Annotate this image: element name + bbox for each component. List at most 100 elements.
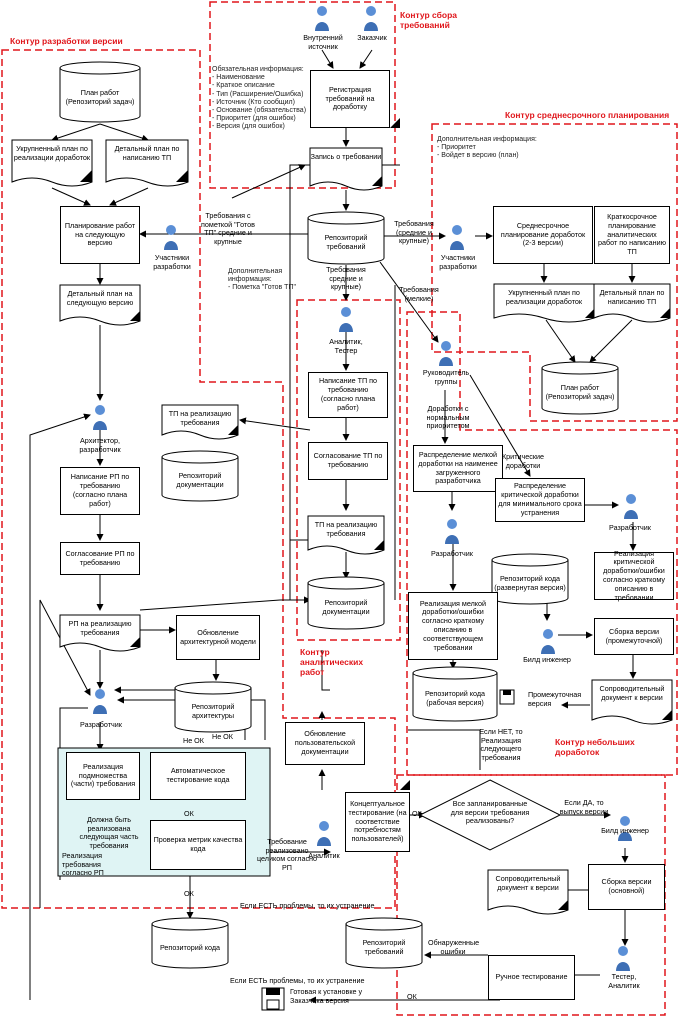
label-tester-analyst: Тестер, Аналитик [608,972,640,990]
repo-requirements: Репозиторий требований [324,233,368,251]
box-impl-crit: Реализация критической доработки/ошибки … [594,549,674,601]
box-build-main: Сборка версии (основной) [588,864,665,910]
box-concept-test: Концептуальное тестирование (на соответс… [345,792,410,852]
label-internal: Внутренний источник [303,33,343,51]
label-must-implement: Должна быть реализована следующая часть … [79,815,139,850]
label-ok-1: ОК [184,809,194,818]
label-no-ok: Не ОК [183,736,204,745]
label-if-no: Если НЕТ, то Реализация следующего требо… [479,727,523,762]
doc-shape-record [309,147,383,191]
label-req-mid-large: Требования (средние и крупные) [394,219,434,246]
label-impl-by-rp: Реализация требования согласно РП [62,851,104,878]
zone-midterm-border [431,123,678,422]
box-shortterm-plan: Краткосрочное планирование аналитических… [594,206,670,264]
decision-diamond [418,779,562,851]
label-ok-4: ОК [407,992,417,1001]
cylinder-code-working [412,672,498,722]
label-analyst-tester: Аналитик, Тестер [329,337,363,355]
person-icon-build-main [618,816,632,841]
label-group-lead: Руководитель группы [422,368,470,386]
label-no-ok-2: Не ОК [212,732,233,741]
repo-plan-right: План работ (Репозиторий задач) [545,383,615,401]
box-update-arch: Обновление архитектурной модели [176,615,260,660]
label-req-mid-large-2: Требования средние и крупные) [326,265,366,292]
zone-collect-border [209,1,396,189]
person-icon-analyst [317,821,331,846]
label-req-small: Требования (мелкие) [399,285,439,303]
doc-enlarged-plan-2: Укрупненный план по реализации доработок [505,288,583,306]
box-auto-test: Автоматическое тестирование кода [150,752,246,800]
box-approve-tp: Согласование ТП по требованию [308,442,388,480]
floppy-icon [261,987,285,1011]
box-planning-next: Планирование работ на следующую версию [60,206,140,264]
repo-code-bottom: Репозиторий кода [159,942,221,952]
doc-tp-impl-left: ТП на реализацию требования [168,409,232,427]
doc-enlarged-plan: Укрупненный план по реализации доработок [13,144,91,162]
doc-accomp-small: Сопроводительный документ к версии [599,684,665,702]
box-manual-test: Ручное тестирование [488,955,575,1000]
person-icon-developer-main [93,689,107,714]
box-distribute-small: Распределение мелкой доработки на наимен… [413,445,503,492]
box-write-rp: Написание РП по требованию (согласно пла… [60,467,140,515]
zone-title-analytics: Контур аналитических работ [300,647,364,677]
cylinder-architecture [174,687,252,733]
repo-docs-center: Репозиторий документации [322,598,370,616]
label-developer-main: Разработчик [80,720,122,729]
doc-tp-impl: ТП на реализацию требования [314,520,378,538]
repo-code-working: Репозиторий кода (рабочая версия) [424,689,486,707]
doc-shape-detail-next [59,284,141,326]
doc-rp-impl: РП на реализацию требования [68,619,132,637]
doc-shape-detail-tp [105,139,189,187]
floppy-icon-small [499,689,515,705]
zone-title-midterm: Контур среднесрочного планирования [505,110,670,120]
label-ok-3: ОК [412,809,422,818]
person-icon-build-small [541,629,555,654]
person-icon-developer-small [445,519,459,544]
box-metrics: Проверка метрик качества кода [150,820,246,870]
person-icon-plan-participants [450,225,464,250]
box-midterm-plan: Среднесрочное планирование доработок (2-… [493,206,593,264]
zone-small-border [406,311,678,776]
zone-title-collect: Контур сбора требований [400,10,458,30]
person-icon-developer-crit [624,494,638,519]
person-icon-dev-participants [164,225,178,250]
cylinder-requirements [307,217,385,265]
box-distribute-crit: Распределение критической доработки для … [495,478,585,522]
label-if-problems-2: Если ЕСТЬ проблемы, то их устранение [230,976,365,985]
cylinder-requirements-bottom [345,923,423,969]
repo-requirements-bottom: Репозиторий требований [362,938,406,956]
repo-architecture: Репозиторий архитектуры [191,702,235,720]
box-impl-small: Реализация мелкой доработки/ошибки согла… [408,592,498,660]
cylinder-docs-center [307,582,385,630]
label-architect: Архитектор, разработчик [79,436,121,454]
label-req-fully: Требование реализовано целиком согласно … [256,837,318,872]
person-icon-group-lead [439,341,453,366]
person-icon-customer [364,6,378,31]
doc-record: Запись о требовании [310,152,382,161]
label-developer-crit: Разработчик [609,523,651,532]
label-ready-install: Готовая к установке у Заказчика версия [290,987,363,1005]
zone-dev-border [1,49,396,909]
note-mandatory: Обязательная информация: - Наименование … [212,66,307,131]
doc-shape-tp-impl [307,515,385,555]
label-build-main: Билд инженер [601,826,649,835]
label-analyst: Аналитик [308,851,340,860]
decision-text: Все запланированные для версии требовани… [450,799,530,826]
doc-shape-detail-tp2 [593,283,671,323]
doc-detail-plan-tp-2: Детальный план по написанию ТП [599,288,665,306]
zone-release-border [396,774,666,1016]
doc-shape-enlarged2 [493,283,595,323]
doc-detail-plan-next: Детальный план на следующую версию [66,289,134,307]
box-build-intermediate: Сборка версии (промежуточной) [594,618,674,655]
note-additional-tp: Дополнительная информация: - Пометка "Го… [228,268,296,292]
repo-code-expanded: Репозиторий кода (развернутая версия) [494,574,566,592]
cylinder-plan-top [59,67,141,123]
note-additional: Дополнительная информация: - Приоритет -… [437,136,537,160]
box-registration: Регистрация требований на доработку [310,70,390,128]
doc-shape-enlarged [11,139,93,187]
label-build-small: Билд инженер [523,655,571,664]
doc-shape-accomp [487,869,569,915]
doc-shape-accomp-small [591,679,673,725]
box-impl-subset: Реализация подмножества (части) требован… [66,752,140,800]
label-if-yes: Если ДА, то выпуск версии [559,798,609,816]
